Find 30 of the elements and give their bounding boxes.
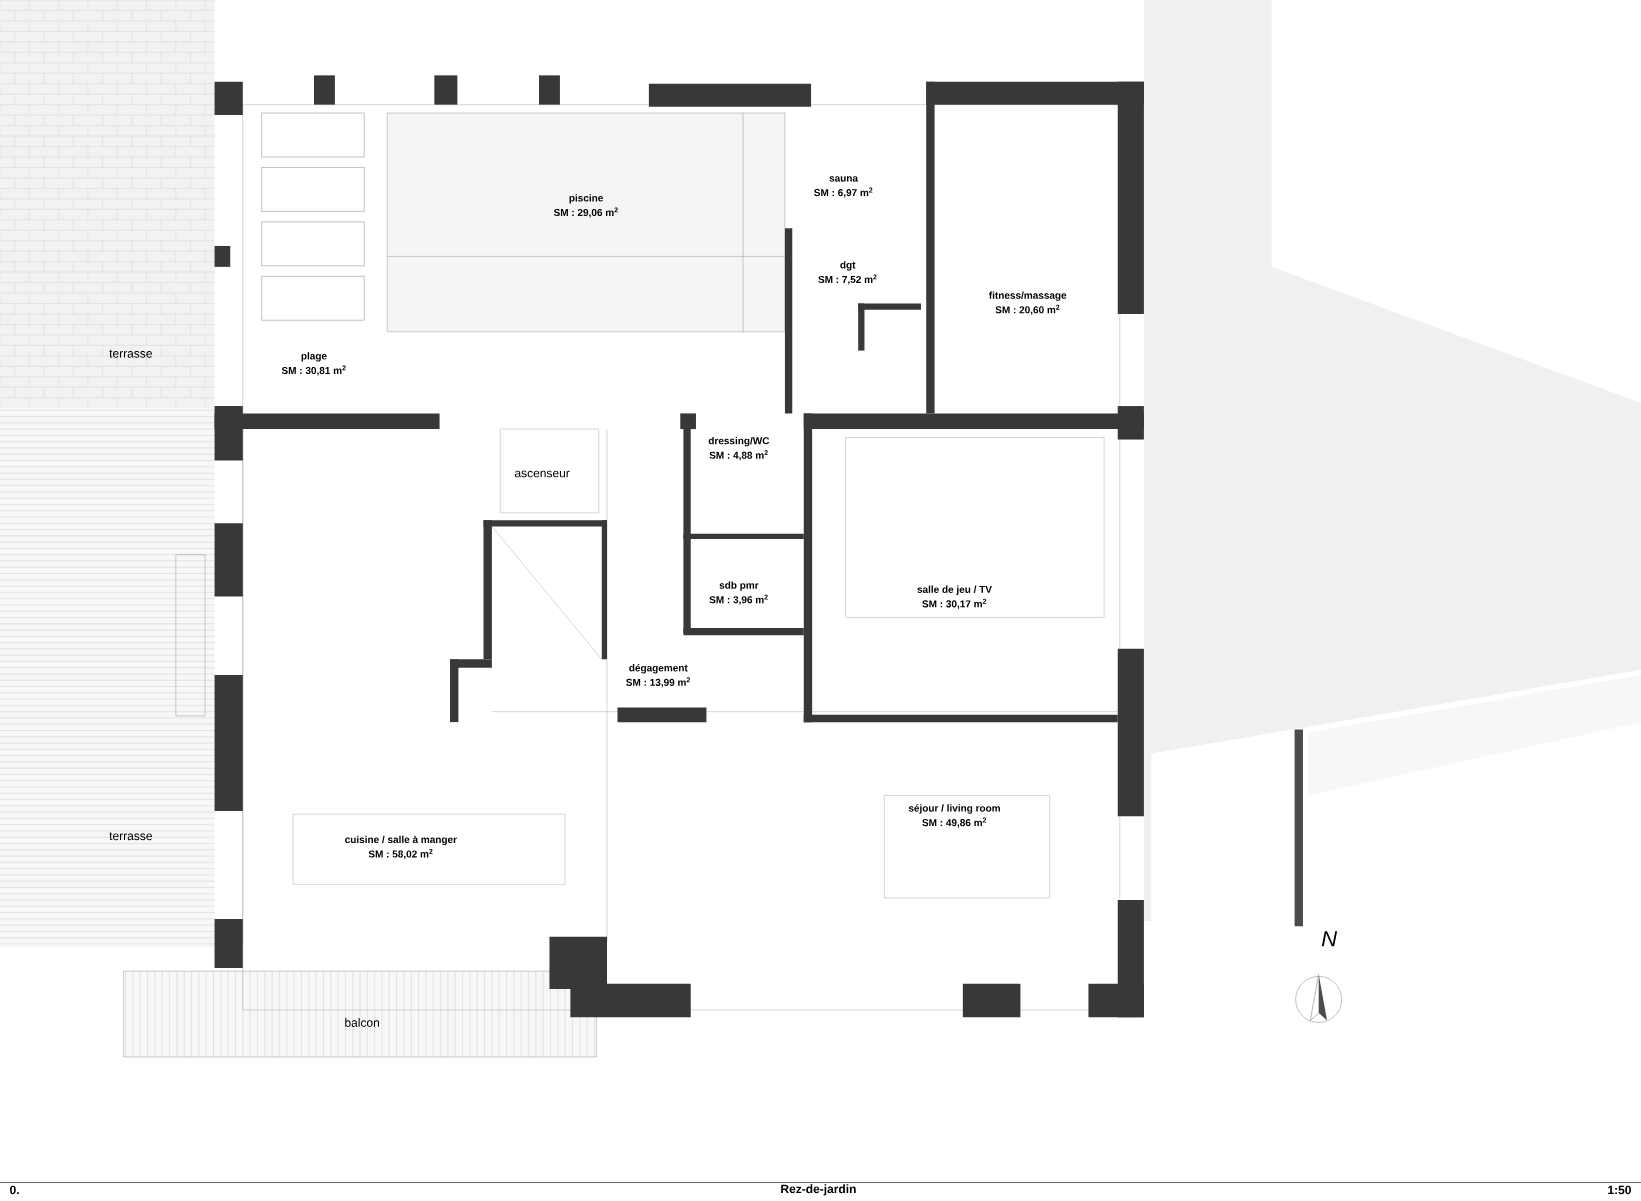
room-name: plage	[301, 352, 327, 362]
north-label: N	[1321, 931, 1338, 947]
area-label: SM : 4,88 m$^{2}$	[709, 450, 768, 461]
area-label: SM : 58,02 m$^{2}$	[368, 848, 433, 859]
room-name: dressing/WC	[708, 436, 770, 447]
area-name: terrasse	[109, 832, 152, 840]
area-label: SM : 30,17 m$^{2}$	[922, 598, 987, 609]
area-name: balcon	[345, 1017, 379, 1027]
room-name: fitness/massage	[989, 291, 1067, 301]
area-label: SM : 49,86 m$^{2}$	[922, 817, 987, 828]
area-label: SM : 6,97 m$^{2}$	[814, 187, 873, 198]
area-label: SM : 7,52 m$^{2}$	[818, 274, 877, 285]
scale-label: 1:50	[1608, 1185, 1631, 1194]
area-label: SM : 30,81 m$^{2}$	[281, 365, 346, 376]
area-label: SM : 3,96 m$^{2}$	[709, 594, 768, 605]
room-name: dégagement	[629, 663, 688, 674]
room-name: sdb pmr	[719, 581, 759, 591]
room-name: salle de jeu / TV	[917, 585, 992, 595]
area-label: SM : 13,99 m$^{2}$	[626, 677, 690, 688]
room-name: cuisine / salle à manger	[345, 835, 457, 845]
area-label: SM : 20,60 m$^{2}$	[995, 304, 1060, 315]
area-name: terrasse	[109, 349, 152, 358]
room-name: dgt	[840, 260, 856, 271]
room-name: sauna	[829, 176, 859, 182]
room-name: piscine	[569, 193, 603, 204]
drawing-title: Rez-de-jardin	[781, 1184, 856, 1196]
drawing-number: 0.	[10, 1185, 19, 1194]
room-name: ascenseur	[514, 470, 570, 478]
room-name: séjour / living room	[908, 804, 1000, 814]
area-label: SM : 29,06 m$^{2}$	[553, 207, 618, 218]
